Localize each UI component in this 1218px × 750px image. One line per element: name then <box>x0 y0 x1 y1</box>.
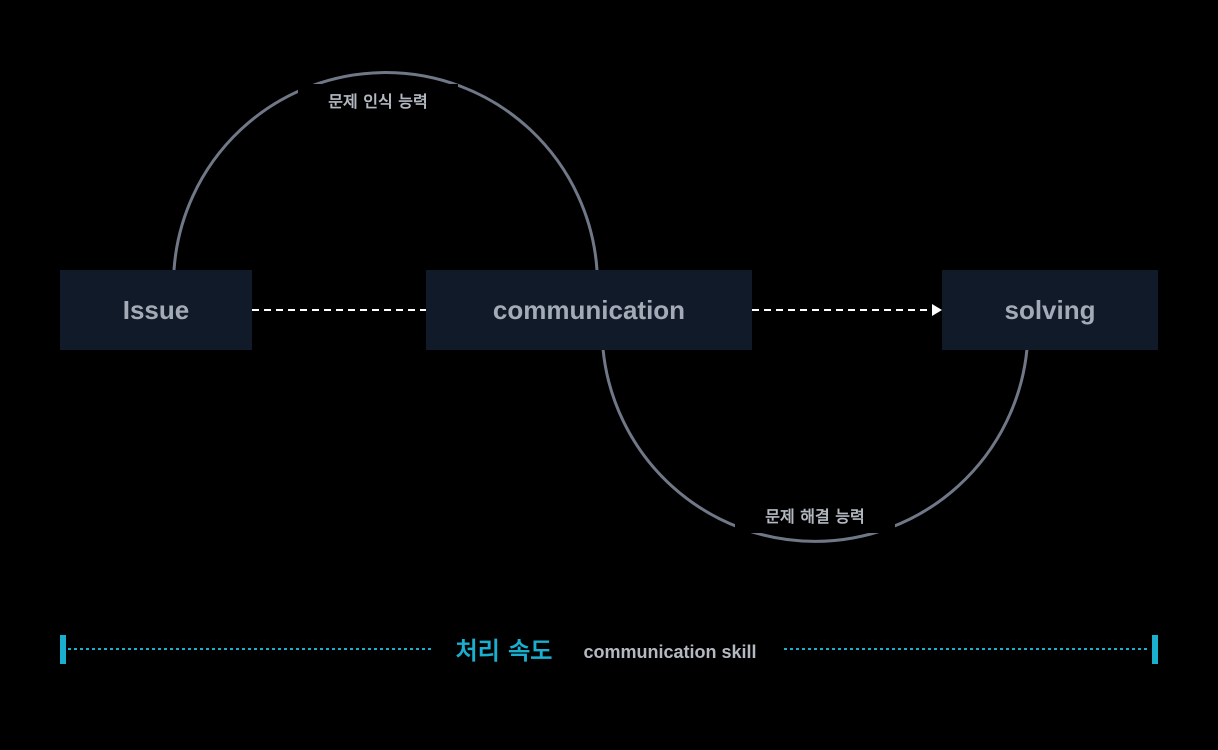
communication-skill-label: communication skill <box>583 642 756 662</box>
communication-node-label: communication <box>493 295 685 325</box>
solving-node-label: solving <box>1004 295 1095 325</box>
speed-scale: 처리 속도 communication skill <box>60 635 1158 665</box>
issue-node: Issue <box>60 270 252 350</box>
processing-speed-label: 처리 속도 <box>456 637 553 665</box>
communication-node: communication <box>426 270 752 350</box>
solving-node: solving <box>942 270 1158 350</box>
resolution-arc-label: 문제 해결 능력 <box>765 507 864 526</box>
resolution-arc <box>601 348 1029 543</box>
scale-right-cap <box>1152 635 1158 664</box>
recognition-arc-label: 문제 인식 능력 <box>328 92 427 111</box>
recognition-label-gap <box>298 84 458 118</box>
resolution-label-gap <box>735 497 895 533</box>
recognition-arc <box>172 71 599 271</box>
issue-node-label: Issue <box>123 295 190 325</box>
arrowhead-icon <box>932 304 942 316</box>
scale-left-cap <box>60 635 66 664</box>
